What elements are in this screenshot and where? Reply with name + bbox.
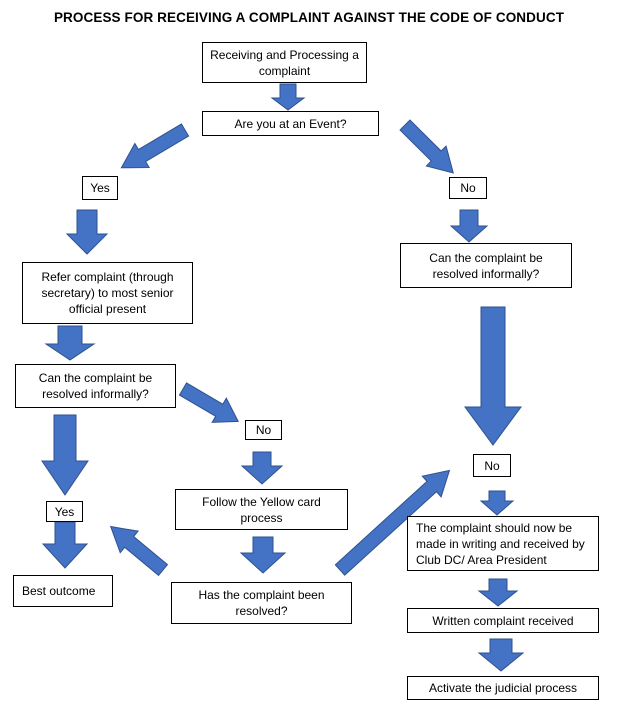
arrow-yes-to-refer bbox=[65, 209, 109, 255]
arrow-no-to-yellow-card bbox=[240, 451, 284, 485]
arrow-resolved-to-yes bbox=[109, 525, 169, 577]
at-event-box: Are you at an Event? bbox=[202, 111, 379, 136]
arrow-receiving-to-event bbox=[270, 83, 306, 111]
arrow-left-informal-to-yes bbox=[41, 414, 89, 496]
yes-event-box: Yes bbox=[82, 176, 118, 200]
refer-complaint-box: Refer complaint (through secretary) to m… bbox=[22, 262, 193, 324]
arrow-event-to-yes bbox=[120, 123, 190, 169]
no-informal-box: No bbox=[245, 420, 282, 440]
has-been-resolved-box: Has the complaint been resolved? bbox=[171, 582, 352, 624]
arrow-left-informal-to-no bbox=[178, 382, 240, 423]
arrow-resolved-to-no-right bbox=[334, 469, 451, 576]
arrow-no-to-writing bbox=[479, 490, 515, 516]
arrow-yellow-to-resolved bbox=[239, 536, 287, 574]
arrow-yes-to-best-outcome bbox=[41, 521, 89, 569]
yes-informal-box: Yes bbox=[46, 501, 83, 522]
arrow-no-to-right-informal bbox=[449, 209, 489, 243]
yellow-card-box: Follow the Yellow card process bbox=[175, 489, 348, 530]
arrow-right-informal-to-no bbox=[464, 306, 522, 446]
written-received-box: Written complaint received bbox=[407, 608, 599, 633]
arrow-written-to-judicial bbox=[477, 638, 525, 672]
best-outcome-box: Best outcome bbox=[13, 575, 113, 607]
arrow-event-to-no bbox=[399, 119, 454, 174]
receiving-complaint-box: Receiving and Processing a complaint bbox=[202, 42, 367, 83]
arrow-refer-to-left-informal bbox=[44, 325, 96, 361]
resolved-informally-right-box: Can the complaint be resolved informally… bbox=[400, 243, 572, 288]
no-right-box: No bbox=[473, 454, 511, 477]
page-title: PROCESS FOR RECEIVING A COMPLAINT AGAINS… bbox=[53, 10, 565, 25]
judicial-process-box: Activate the judicial process bbox=[407, 676, 599, 700]
arrow-writing-to-written bbox=[477, 578, 519, 607]
resolved-informally-left-box: Can the complaint be resolved informally… bbox=[15, 364, 176, 408]
no-event-box: No bbox=[449, 177, 487, 199]
writing-box: The complaint should now be made in writ… bbox=[407, 516, 599, 571]
